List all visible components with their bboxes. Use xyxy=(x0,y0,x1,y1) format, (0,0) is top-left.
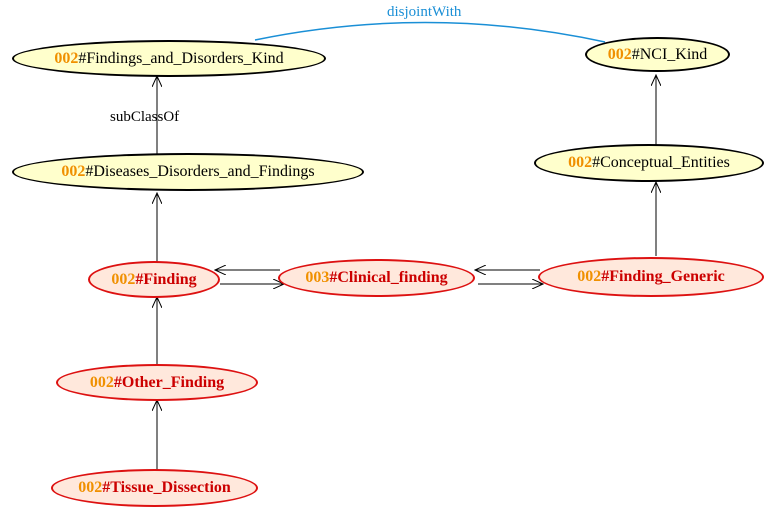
node-prefix: 002 xyxy=(54,49,79,67)
node-conceptual-entities[interactable]: 002#Conceptual_Entities xyxy=(534,144,764,182)
node-prefix: 003 xyxy=(305,269,330,286)
disjoint-with-label: disjointWith xyxy=(387,4,462,20)
node-label: #Findings_and_Disorders_Kind xyxy=(78,49,284,67)
node-clinical-finding[interactable]: 003#Clinical_finding xyxy=(278,259,475,297)
node-label: #Diseases_Disorders_and_Findings xyxy=(85,163,315,180)
node-finding[interactable]: 002#Finding xyxy=(88,261,220,298)
node-label: #Other_Finding xyxy=(113,373,225,391)
node-prefix: 002 xyxy=(607,45,632,63)
node-tissue-dissection[interactable]: 002#Tissue_Dissection xyxy=(51,469,258,507)
subclass-of-label: subClassOf xyxy=(110,109,180,125)
node-nci-kind[interactable]: 002#NCI_Kind xyxy=(585,37,730,72)
node-prefix: 002 xyxy=(577,268,602,285)
node-prefix: 002 xyxy=(111,270,136,288)
node-findings-and-disorders-kind[interactable]: 002#Findings_and_Disorders_Kind xyxy=(12,40,326,77)
node-label: #Conceptual_Entities xyxy=(592,154,730,171)
node-label: #NCI_Kind xyxy=(631,45,708,63)
node-prefix: 002 xyxy=(78,479,103,496)
node-prefix: 002 xyxy=(568,154,593,171)
node-label: #Finding xyxy=(135,270,197,288)
node-label: #Clinical_finding xyxy=(329,269,448,286)
node-prefix: 002 xyxy=(61,163,86,180)
node-finding-generic[interactable]: 002#Finding_Generic xyxy=(538,257,764,297)
edge-disjoint-with xyxy=(254,21,606,43)
node-label: #Tissue_Dissection xyxy=(102,479,231,496)
node-prefix: 002 xyxy=(89,373,114,391)
node-diseases-disorders-and-findings[interactable]: 002#Diseases_Disorders_and_Findings xyxy=(12,153,364,191)
node-label: #Finding_Generic xyxy=(601,268,725,285)
node-other-finding[interactable]: 002#Other_Finding xyxy=(56,364,258,401)
